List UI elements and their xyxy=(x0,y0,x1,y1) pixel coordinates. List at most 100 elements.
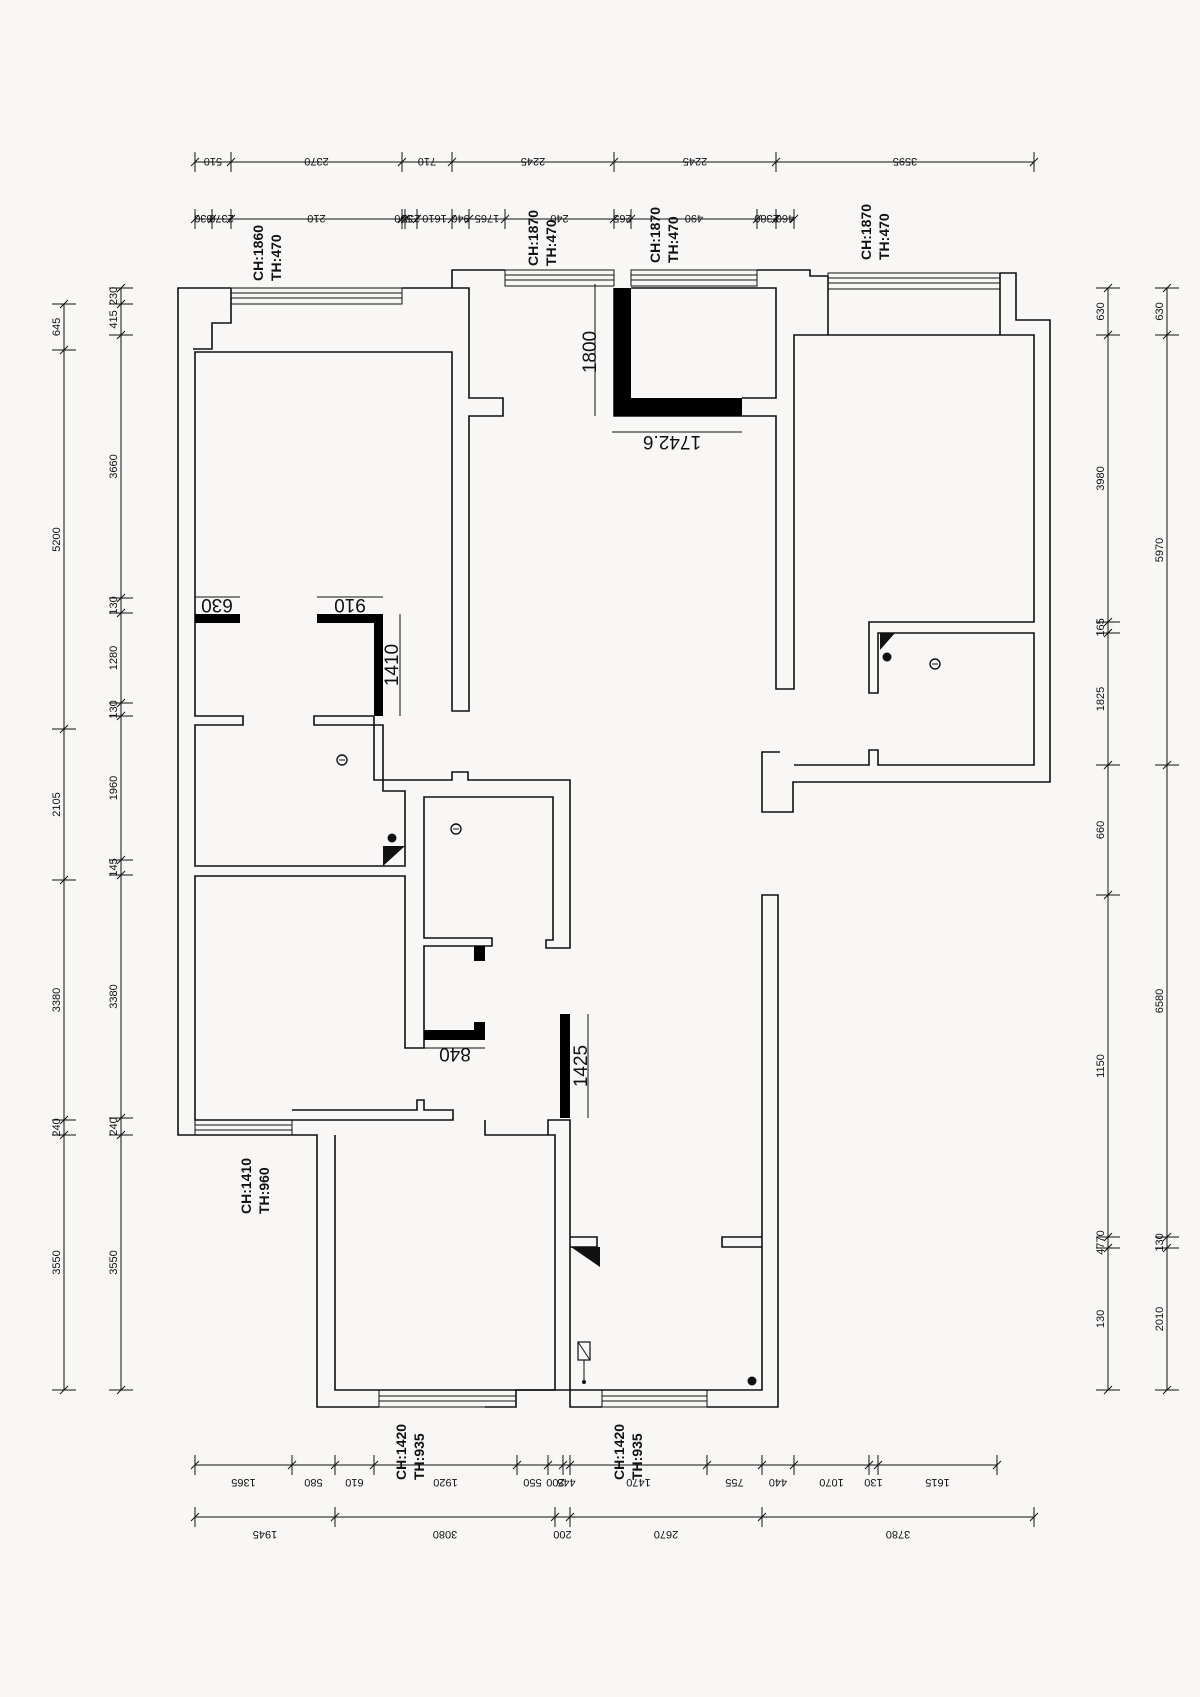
dim-tick-slash xyxy=(116,1113,126,1123)
dim-tick-slash xyxy=(226,214,236,224)
dim-label: 4770 xyxy=(1095,1230,1107,1254)
top-cabinet-room xyxy=(631,287,777,399)
dim-tick-slash xyxy=(500,214,510,224)
dim-label: 710 xyxy=(418,155,436,167)
cabinet-840 xyxy=(424,1030,485,1040)
dim-tick-slash xyxy=(1162,330,1172,340)
dim-tick-slash xyxy=(59,299,69,309)
heater-icon xyxy=(383,846,405,866)
dim-tick-slash xyxy=(369,1460,379,1470)
dim-tick-slash xyxy=(558,1460,568,1470)
dim-label: 755 xyxy=(725,1476,743,1488)
dim-label: 3380 xyxy=(108,984,120,1008)
dim-tick-slash xyxy=(1162,1232,1172,1242)
dim-tick-slash xyxy=(116,1385,126,1395)
dim-tick-slash xyxy=(59,1130,69,1140)
meter-box-icon xyxy=(577,1341,591,1384)
dim-label: 145 xyxy=(108,858,120,876)
dim-tick-slash xyxy=(757,1460,767,1470)
dim-label: 5200 xyxy=(51,527,63,551)
inner-wall-south-room xyxy=(334,1120,556,1391)
cabinets xyxy=(195,288,742,1118)
pipe-dot-icon xyxy=(747,1376,757,1386)
cabinet-910-a xyxy=(317,614,382,623)
dim-label: 550 xyxy=(523,1476,541,1488)
dim-tick-slash xyxy=(512,1460,522,1470)
dim-label: 415 xyxy=(108,310,120,328)
dim-label: 490 xyxy=(685,212,703,224)
dim-tick-slash xyxy=(116,283,126,293)
dim-tick-slash xyxy=(789,1460,799,1470)
dim-chain-right_inner: 63039801651825660115047701302010 xyxy=(0,0,1120,1395)
dim-label: 200 xyxy=(546,1476,564,1488)
drain-icon xyxy=(336,754,348,766)
dim-label: 1610 xyxy=(422,212,446,224)
dim-label: 2670 xyxy=(654,1528,678,1540)
dim-tick-slash xyxy=(447,214,457,224)
walls xyxy=(177,269,1051,1408)
dim-tick-slash xyxy=(1103,1243,1113,1253)
dim-label: 580 xyxy=(304,1476,322,1488)
dim-tick-slash xyxy=(116,330,126,340)
dim-label: 5970 xyxy=(1154,538,1166,562)
dim-label: 830 xyxy=(194,212,212,224)
dim-label: 1365 xyxy=(231,1476,255,1488)
dim-tick-slash xyxy=(771,214,781,224)
dim-label: 2245 xyxy=(683,155,707,167)
dim-label: 630 xyxy=(1095,302,1107,320)
dim-label: 130 xyxy=(864,1476,882,1488)
dim-label: 2010 xyxy=(1154,1307,1166,1331)
outer-wall-north-2 xyxy=(402,269,505,289)
dim-label: 660 xyxy=(1095,821,1107,839)
window-2 xyxy=(504,269,615,287)
dim-tick-slash xyxy=(1162,1385,1172,1395)
window-5 xyxy=(194,1119,293,1136)
dim-tick-slash xyxy=(1103,330,1113,340)
dim-label: 1615 xyxy=(925,1476,949,1488)
dim-label: 130 xyxy=(1154,1233,1166,1251)
dim-tick-slash xyxy=(447,157,457,167)
dim-tick-slash xyxy=(565,1512,575,1522)
window-3 xyxy=(630,269,758,287)
dim-label: 610 xyxy=(345,1476,363,1488)
dim-label: 445 xyxy=(557,1476,575,1488)
dim-label: 240 xyxy=(550,212,568,224)
svg-text:TH:960: TH:960 xyxy=(256,1167,272,1214)
cabinet-1742 xyxy=(614,398,742,416)
dim-tick-slash xyxy=(752,214,762,224)
window-annotation-3: CH:1870 TH:470 xyxy=(647,207,681,263)
dim-label: 630 xyxy=(1154,302,1166,320)
dim-label: 2010 xyxy=(0,0,12,3)
cabinet-small xyxy=(474,946,485,961)
dim-tick-slash xyxy=(626,214,636,224)
dim-label: 3980 xyxy=(1095,466,1107,490)
window-annotation-6: CH:1420 TH:935 xyxy=(393,1424,427,1480)
heater-icon xyxy=(571,1247,600,1267)
dim-910: 910 xyxy=(334,594,366,615)
dim-1800: 1800 xyxy=(580,331,601,373)
dim-label: 3380 xyxy=(51,988,63,1012)
dim-tick-slash xyxy=(609,214,619,224)
dim-label: 3780 xyxy=(886,1528,910,1540)
dim-tick-slash xyxy=(771,157,781,167)
outer-wall-north-4 xyxy=(761,272,1051,813)
window-annotation-1: CH:1860 TH:470 xyxy=(250,225,284,281)
window-annotation-2: CH:1870 TH:470 xyxy=(525,210,559,266)
dim-tick-slash xyxy=(1162,760,1172,770)
svg-text:TH:470: TH:470 xyxy=(543,219,559,266)
outer-wall-south xyxy=(292,1134,379,1408)
svg-text:CH:1870: CH:1870 xyxy=(525,210,541,266)
dim-tick-slash xyxy=(287,1460,297,1470)
dim-tick-slash xyxy=(116,698,126,708)
dim-label: 1470 xyxy=(626,1476,650,1488)
dim-label: 6580 xyxy=(1154,989,1166,1013)
inner-wall-top-room xyxy=(208,287,504,712)
fixtures xyxy=(336,633,941,1386)
dim-tick-slash xyxy=(550,1512,560,1522)
cabinet-1425 xyxy=(560,1014,570,1118)
dim-tick-slash xyxy=(609,157,619,167)
pipe-dot-icon xyxy=(387,833,397,843)
